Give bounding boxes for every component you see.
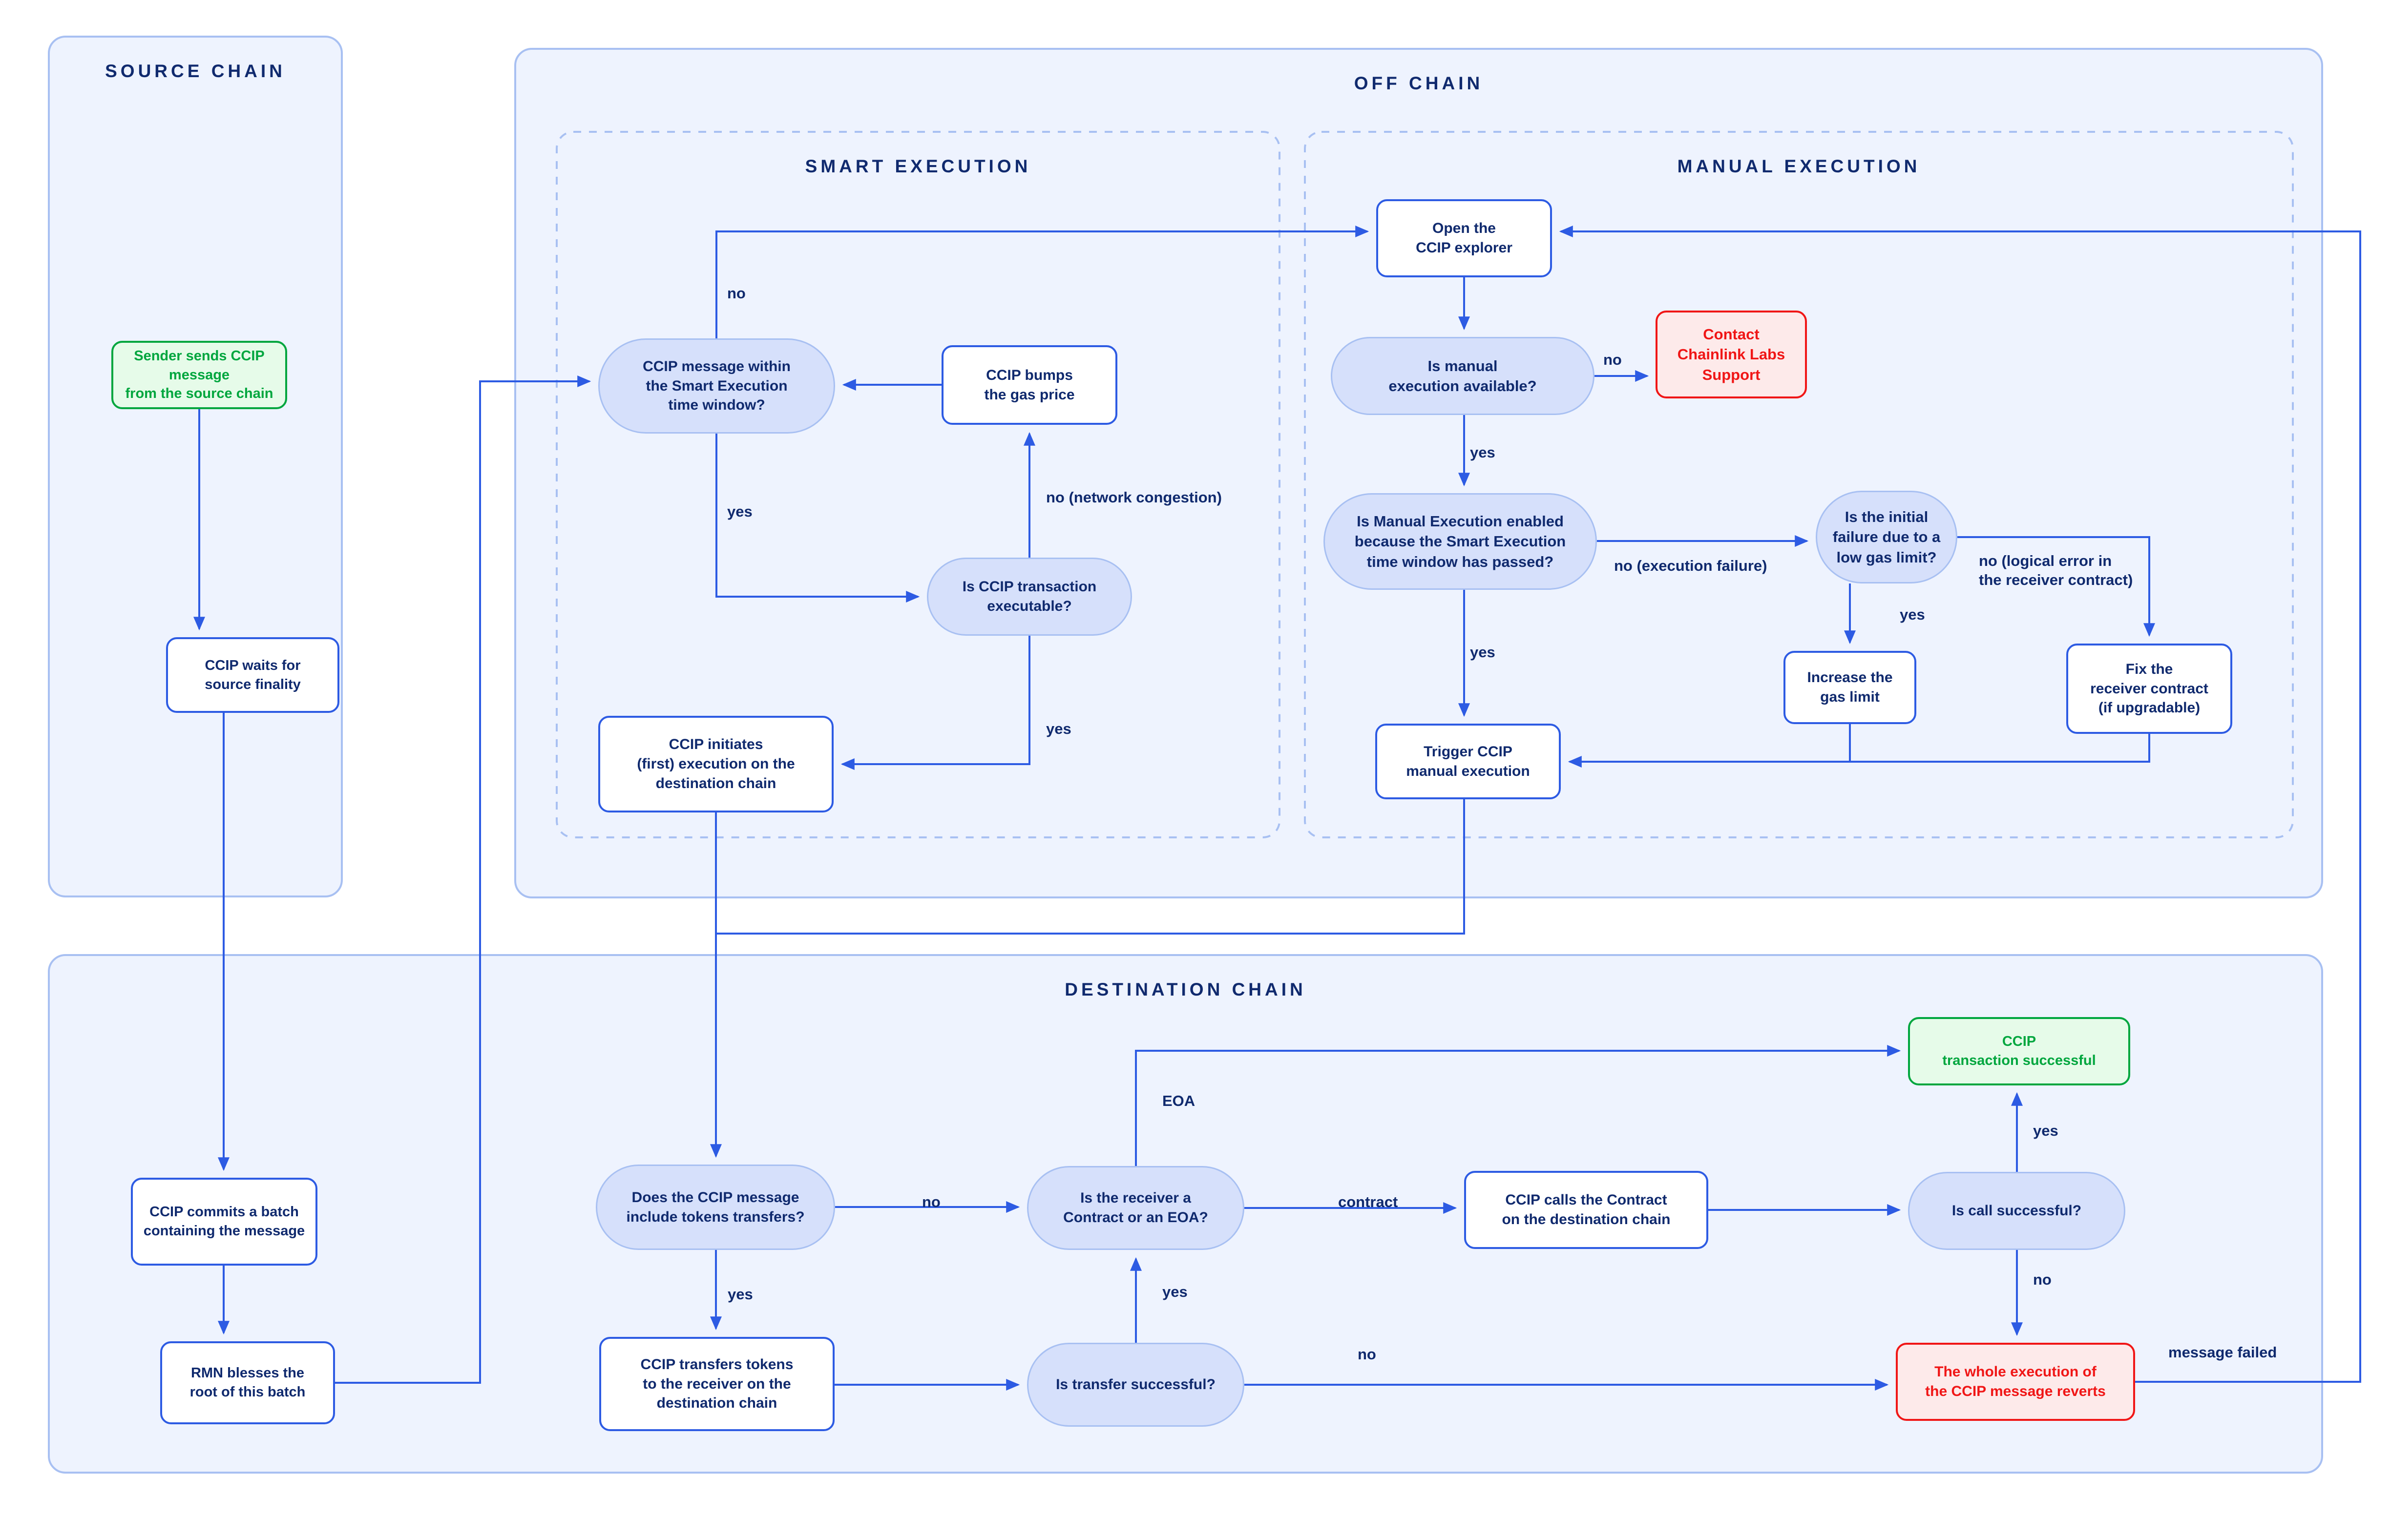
- edge-label-lbl-message-failed: message failed: [2168, 1344, 2277, 1361]
- node-call-success[interactable]: Is call successful?: [1908, 1172, 2125, 1250]
- edge-e-receiver-eoa-ok: [1135, 1045, 1901, 1166]
- edge-label-lbl-yes-executable: yes: [1046, 720, 1071, 737]
- lane-title-off-chain: OFF CHAIN: [1354, 73, 1484, 93]
- edge-e-exec-yes-to-initiates: [840, 636, 1030, 770]
- edge-e-window-no-to-explorer: [715, 226, 1369, 338]
- edge-label-lbl-yes-manual: yes: [1470, 444, 1495, 461]
- lane-title-smart-execution: SMART EXECUTION: [805, 156, 1031, 176]
- edge-label-lbl-yes-window-passed: yes: [1470, 644, 1495, 661]
- edge-e-reverts-to-explorer: [1559, 226, 2361, 1383]
- edge-label-lbl-contract: contract: [1338, 1193, 1398, 1210]
- lane-title-source-chain: SOURCE CHAIN: [105, 61, 286, 81]
- lane-smart-execution: [556, 131, 1280, 838]
- lane-title-destination-chain: DESTINATION CHAIN: [1065, 979, 1306, 999]
- edge-label-lbl-yes-window: yes: [727, 503, 753, 520]
- lane-title-manual-execution: MANUAL EXECUTION: [1677, 156, 1921, 176]
- edge-e-trigger-to-dest: [716, 799, 1465, 935]
- edge-label-lbl-no-tokens: no: [922, 1193, 941, 1210]
- edge-label-lbl-yes-tokens: yes: [728, 1286, 753, 1303]
- edge-label-lbl-no-manual: no: [1603, 351, 1622, 368]
- edge-e-increase-to-trigger: [1568, 724, 1851, 768]
- edge-label-lbl-no-window: no: [727, 285, 746, 302]
- edge-e-rmn-to-window: [335, 375, 591, 1384]
- edge-e-fix-to-trigger: [1570, 734, 2150, 763]
- edge-label-lbl-yes-call: yes: [2033, 1122, 2058, 1139]
- edge-label-lbl-no-transfer: no: [1358, 1346, 1376, 1363]
- edge-label-lbl-yes-gas-limit: yes: [1900, 606, 1925, 623]
- edge-label-lbl-yes-transfer: yes: [1162, 1283, 1188, 1300]
- edge-label-lbl-no-exec-failure: no (execution failure): [1614, 557, 1767, 574]
- edge-label-lbl-eoa: EOA: [1162, 1092, 1196, 1109]
- edge-label-lbl-no-congestion: no (network congestion): [1046, 489, 1222, 506]
- edge-label-lbl-no-logical-error: no (logical error in the receiver contra…: [1979, 552, 2133, 588]
- edge-label-lbl-no-call: no: [2033, 1271, 2052, 1288]
- edge-e-window-yes-to-exec: [715, 434, 920, 603]
- node-transfer-success[interactable]: Is transfer successful?: [1027, 1343, 1244, 1427]
- lane-manual-execution: [1304, 131, 2294, 838]
- edge-e-failure-no-fix: [1957, 536, 2155, 637]
